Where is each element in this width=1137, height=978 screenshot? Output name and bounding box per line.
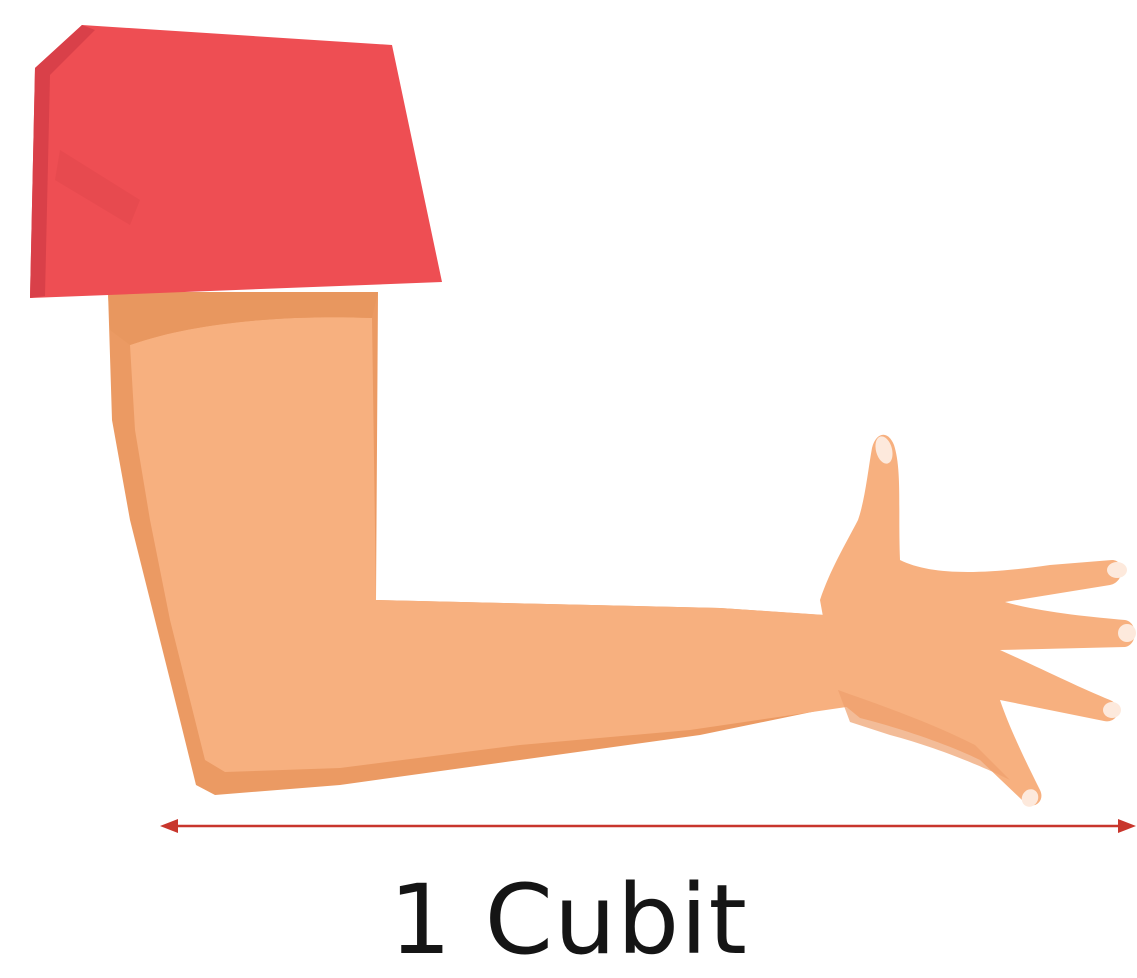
sleeve-edge [30, 25, 95, 298]
arm [108, 292, 870, 795]
measurement-arrow [160, 819, 1136, 833]
arrowhead-right-icon [1118, 819, 1136, 833]
sleeve-fold [55, 150, 140, 225]
arrowhead-left-icon [160, 819, 178, 833]
sleeve-body [30, 25, 442, 298]
cubit-label: 1 Cubit [389, 864, 748, 976]
thumb-nail [875, 436, 893, 464]
nail-middle [1118, 624, 1136, 642]
palm-shadow [838, 690, 1010, 780]
nail-pinky [1021, 789, 1039, 807]
arm-skin [130, 317, 860, 772]
nail-index [1107, 562, 1127, 578]
shoulder-shadow [108, 292, 378, 345]
hand [820, 434, 1136, 807]
nail-ring [1103, 702, 1121, 718]
sleeve [30, 25, 442, 298]
